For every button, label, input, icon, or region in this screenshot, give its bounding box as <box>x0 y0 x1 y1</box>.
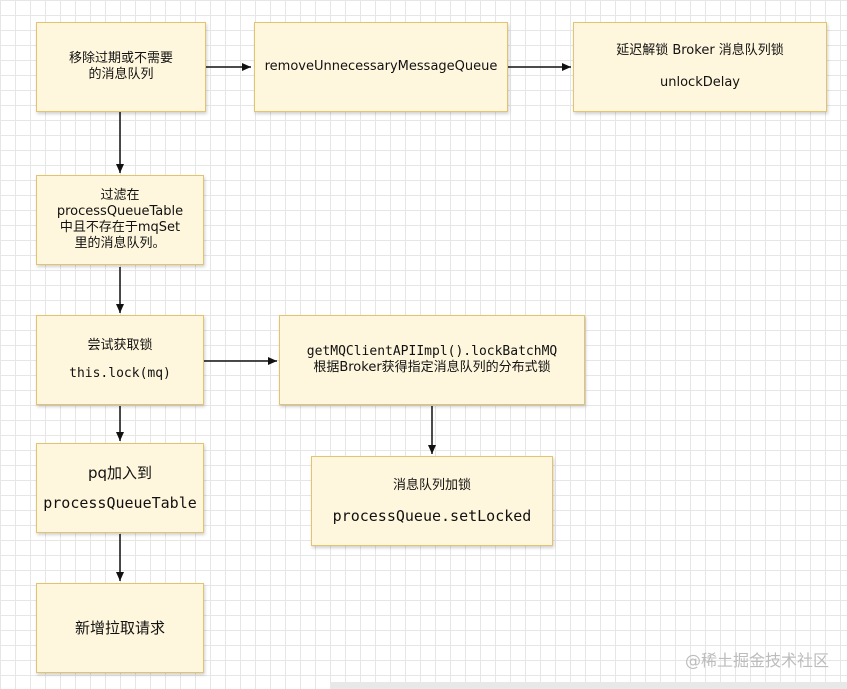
pq-add-line2: processQueueTable <box>43 494 197 512</box>
queue-lock-node: 消息队列加锁 processQueue.setLocked <box>311 456 553 546</box>
try-lock-line1: 尝试获取锁 <box>87 338 153 353</box>
remove-method-label: removeUnnecessaryMessageQueue <box>264 59 498 74</box>
unlock-delay-line1: 延迟解锁 Broker 消息队列锁 <box>616 43 784 58</box>
watermark-text: @稀土掘金技术社区 <box>684 651 829 670</box>
filter-line3: 中且不存在于mqSet <box>59 220 181 235</box>
queue-lock-line1: 消息队列加锁 <box>392 478 471 493</box>
unlock-delay-node: 延迟解锁 Broker 消息队列锁 unlockDelay <box>573 22 827 112</box>
remove-expired-queue-node: 移除过期或不需要 的消息队列 <box>36 22 206 112</box>
pq-add-line1: pq加入到 <box>87 464 153 482</box>
remove-unnecessary-method-node: removeUnnecessaryMessageQueue <box>254 22 508 112</box>
queue-lock-line2: processQueue.setLocked <box>332 507 532 525</box>
filter-line1: 过滤在 <box>100 188 140 203</box>
lock-batch-node: getMQClientAPIImpl().lockBatchMQ 根据Broke… <box>279 315 585 405</box>
try-lock-node: 尝试获取锁 this.lock(mq) <box>36 315 204 405</box>
unlock-delay-line2: unlockDelay <box>660 75 740 90</box>
lock-batch-line1: getMQClientAPIImpl().lockBatchMQ <box>306 344 558 359</box>
filter-line4: 里的消息队列。 <box>74 236 166 251</box>
remove-expired-line2: 的消息队列 <box>88 67 154 82</box>
new-pull-label: 新增拉取请求 <box>74 619 165 637</box>
bottom-scroll-strip <box>330 682 847 689</box>
lock-batch-line2: 根据Broker获得指定消息队列的分布式锁 <box>313 360 551 375</box>
filter-line2: processQueueTable <box>56 204 184 219</box>
try-lock-line2: this.lock(mq) <box>69 366 171 381</box>
filter-queue-node: 过滤在 processQueueTable 中且不存在于mqSet 里的消息队列… <box>36 175 204 265</box>
remove-expired-line1: 移除过期或不需要 <box>68 51 173 66</box>
new-pull-request-node: 新增拉取请求 <box>36 583 204 673</box>
pq-add-node: pq加入到 processQueueTable <box>36 443 204 533</box>
